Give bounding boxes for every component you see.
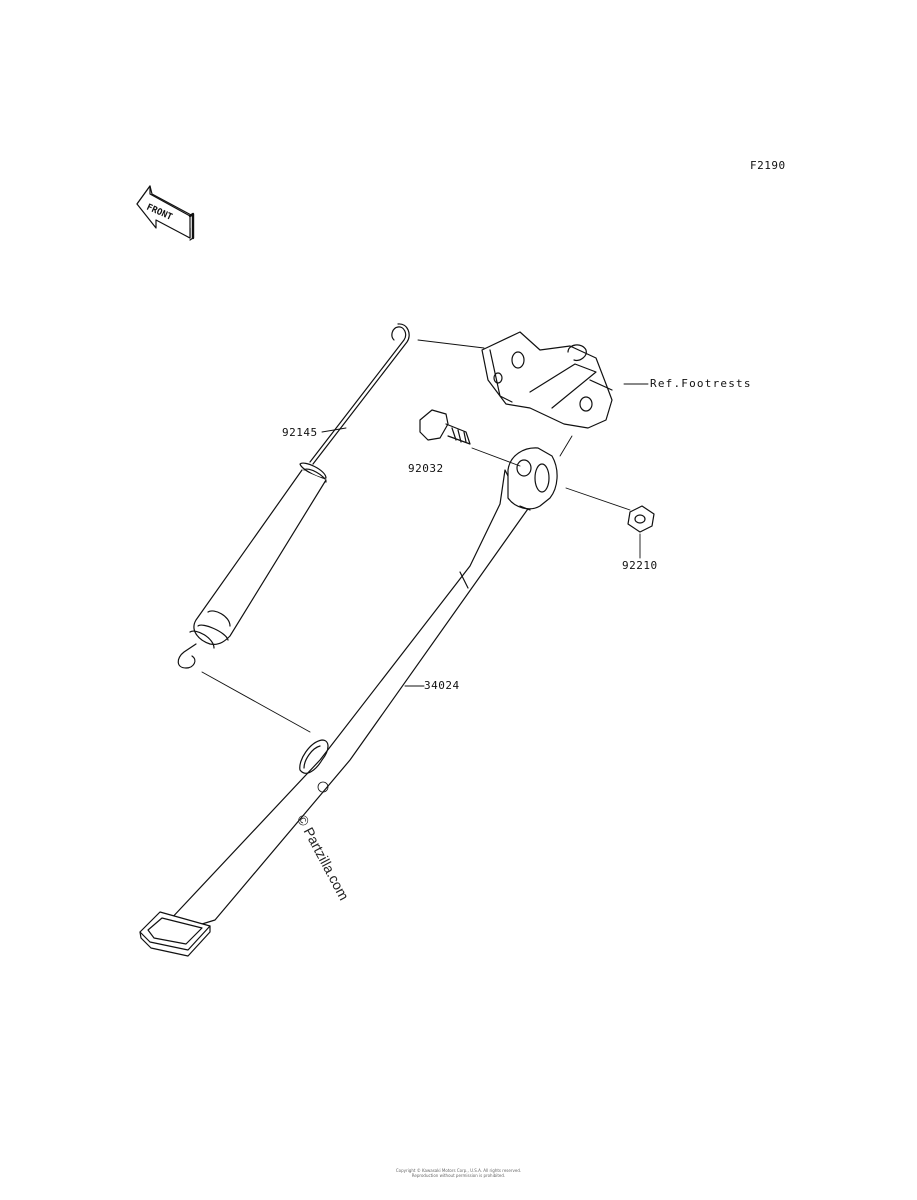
- callout-bolt-part-number[interactable]: 92032: [408, 462, 444, 475]
- footer-line-2: Reproduction without permission is prohi…: [411, 1173, 506, 1178]
- copyright-mark-icon: [317, 781, 329, 793]
- spring-part: [177, 323, 410, 669]
- footrest-bracket-reference: [481, 331, 613, 429]
- nut-part: [627, 505, 655, 533]
- spring-callout-leader: [321, 427, 347, 433]
- bolt-to-stand-line: [471, 447, 521, 467]
- front-arrow-icon: FRONT: [136, 185, 195, 241]
- spring-to-bracket-line: [417, 339, 485, 349]
- bolt-part: [419, 409, 471, 445]
- footer-line-1: Copyright © Kawasaki Motors Corp., U.S.A…: [395, 1168, 522, 1173]
- callout-stand-part-number[interactable]: 34024: [424, 679, 460, 692]
- bracket-to-stand-line: [559, 435, 573, 457]
- callout-reference-footrests[interactable]: Ref.Footrests: [650, 377, 752, 390]
- figure-code: F2190: [750, 159, 786, 172]
- callout-spring-part-number[interactable]: 92145: [282, 426, 318, 439]
- leader-lines: [201, 339, 649, 733]
- copyright-footer: Copyright © Kawasaki Motors Corp., U.S.A…: [0, 1168, 917, 1178]
- stand-to-nut-line: [565, 487, 631, 511]
- side-stand-part: [139, 447, 558, 957]
- spring-to-stand-line: [201, 671, 311, 733]
- callout-nut-part-number[interactable]: 92210: [622, 559, 658, 572]
